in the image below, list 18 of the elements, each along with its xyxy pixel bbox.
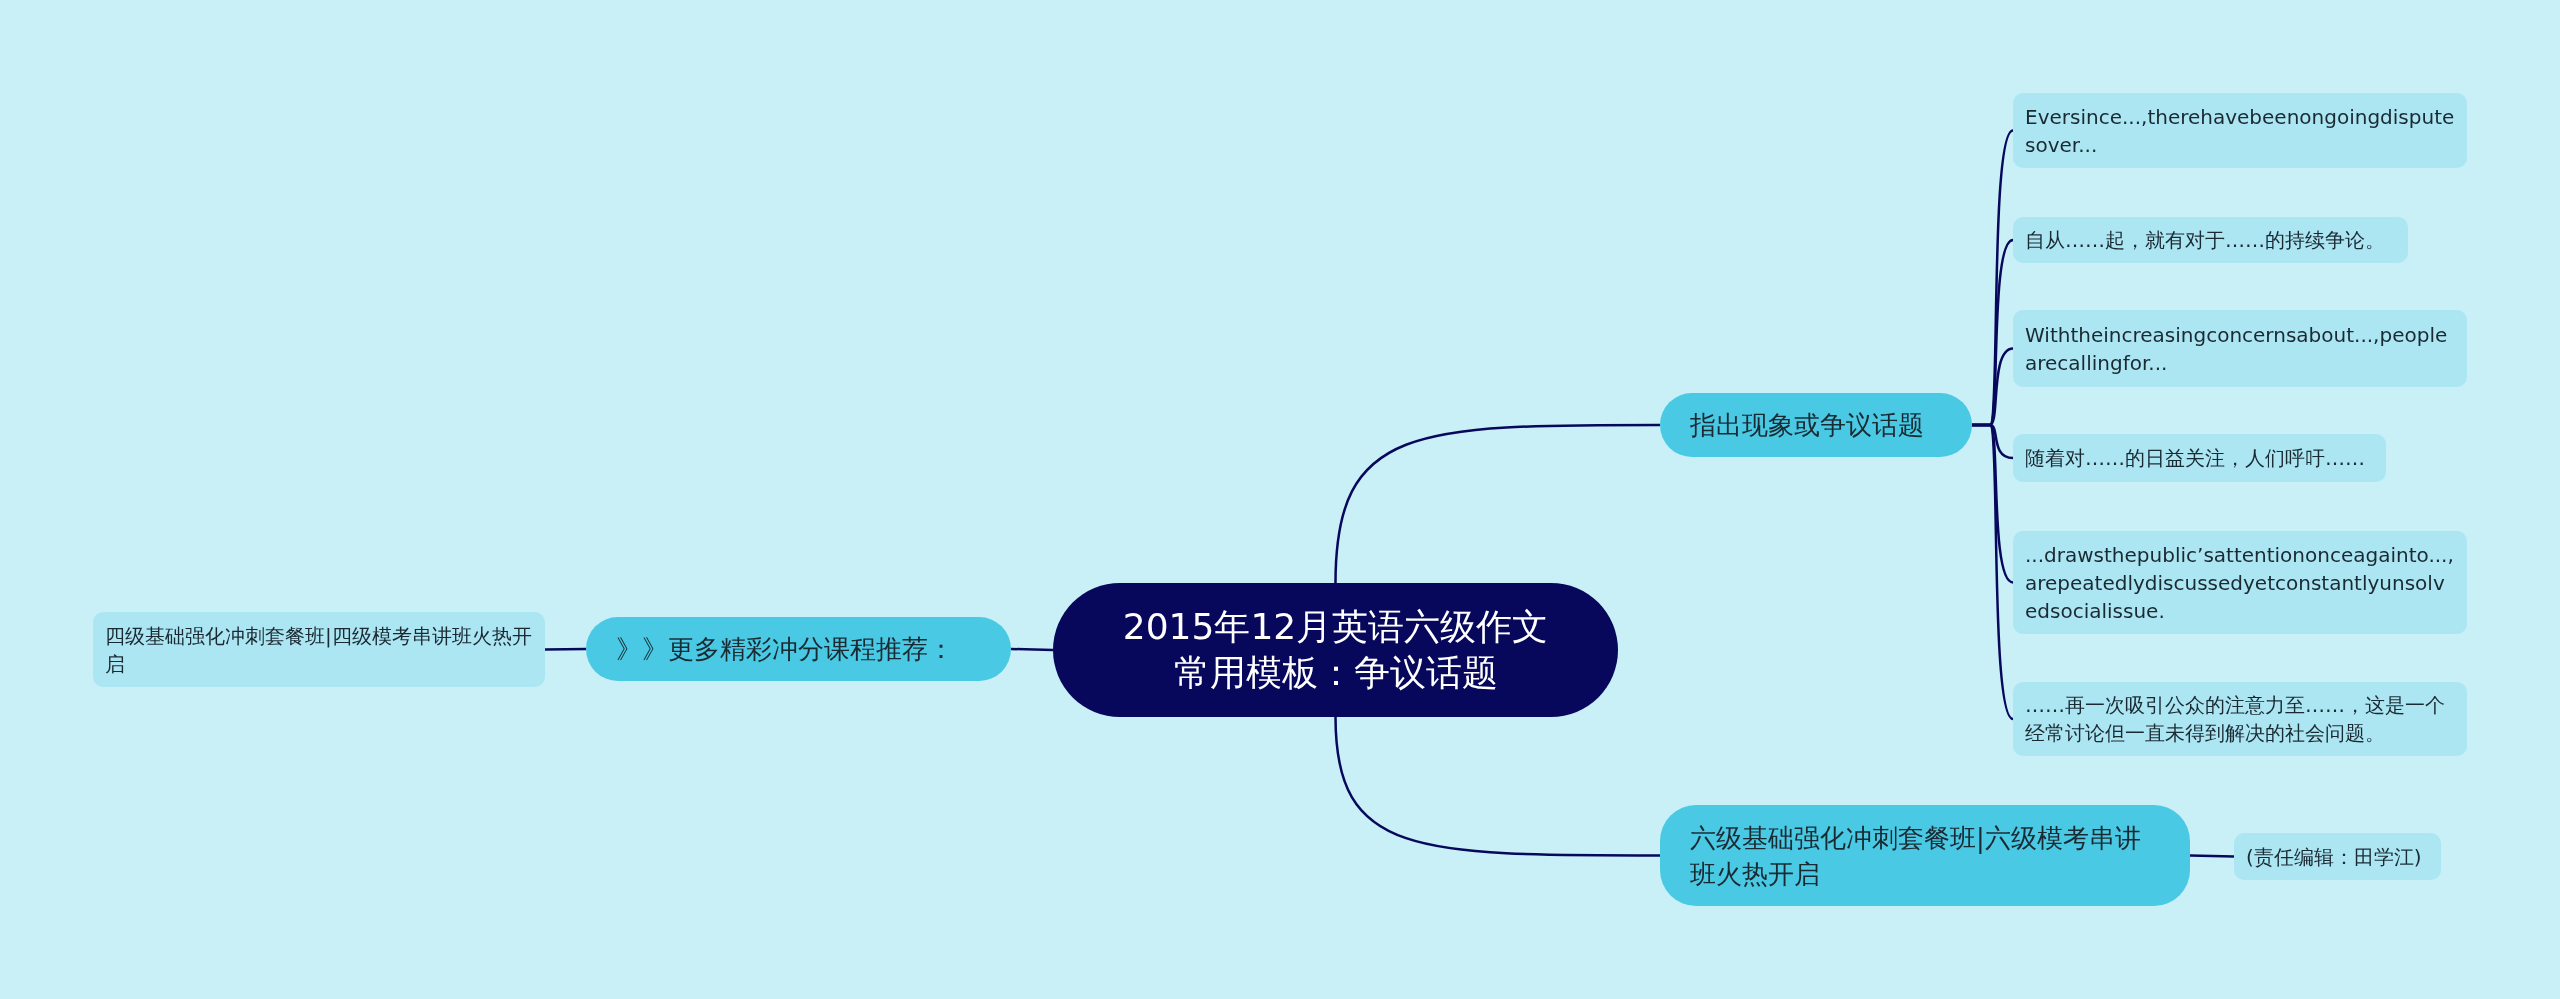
topic-bubble: 指出现象或争议话题	[1660, 393, 1972, 457]
connector-line	[1334, 423, 1660, 584]
subtopic-box: Withtheincreasingconcernsabout...,peoplearecallingfor...	[2013, 310, 2467, 387]
subtopic-box: ...drawsthepublic’sattentiononceagainto...,arepeatedlydiscussedyetconstantlyunsolvedsocialissue.	[2013, 531, 2467, 634]
subtopic-box: (责任编辑：田学江)	[2234, 833, 2441, 880]
subtopic-box: 四级基础强化冲刺套餐班|四级模考串讲班火热开启	[93, 612, 545, 687]
connector-line	[545, 647, 586, 651]
topic-bubble: 六级基础强化冲刺套餐班|六级模考串讲班火热开启	[1660, 805, 2190, 906]
subtopic-box: 随着对……的日益关注，人们呼吁……	[2013, 434, 2386, 482]
topic-bubble: 》》更多精彩冲分课程推荐：	[586, 617, 1011, 681]
connector-line	[1010, 647, 1054, 652]
connector-line	[1972, 423, 2014, 720]
connector-line	[2189, 854, 2235, 858]
subtopic-box: 自从……起，就有对于……的持续争论。	[2013, 217, 2408, 263]
connector-line	[1334, 716, 1660, 857]
subtopic-box: ……再一次吸引公众的注意力至……，这是一个经常讨论但一直未得到解决的社会问题。	[2013, 682, 2467, 756]
subtopic-box: Eversince...,therehavebeenongoingdisputesover...	[2013, 93, 2467, 168]
central-topic: 2015年12月英语六级作文常用模板：争议话题	[1053, 583, 1618, 717]
